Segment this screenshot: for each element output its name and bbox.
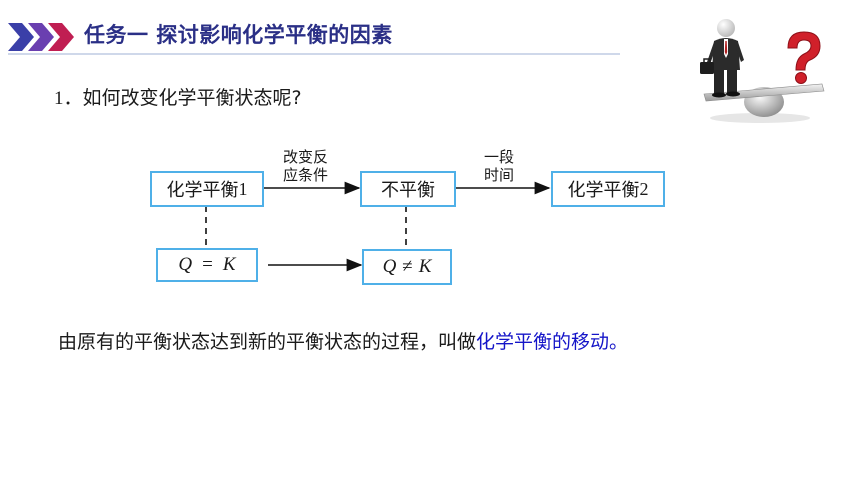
arrow2-label-line2: 时间 (484, 166, 515, 184)
businessman-figure-icon (700, 19, 744, 98)
box-equilibrium-2-digit: 2 (639, 178, 649, 199)
question-text: 如何改变化学平衡状态呢? (82, 87, 302, 109)
box-q-equals-k: Q = K (156, 248, 258, 282)
box-q-equals-k-right: K (222, 254, 236, 275)
arrow1-label-line1: 改变反 (283, 148, 329, 166)
box-q-not-equal-k-right: K (418, 256, 432, 277)
box-equilibrium-1-digit: 1 (238, 178, 248, 199)
box-equilibrium-2-text: 化学平衡 (567, 180, 640, 201)
box-non-equilibrium: 不平衡 (360, 171, 456, 207)
box-q-not-equal-k-op: ≠ (402, 256, 413, 277)
question-number: 1． (54, 88, 83, 109)
page-title: 任务一 探讨影响化学平衡的因素 (84, 23, 393, 47)
box-equilibrium-1-text: 化学平衡 (166, 180, 239, 201)
question-heading: 1．如何改变化学平衡状态呢? (54, 83, 302, 110)
arrow2-label: 一段 时间 (484, 148, 514, 184)
box-q-equals-k-op: = (202, 254, 213, 275)
conclusion-end: 。 (609, 331, 629, 353)
header-chevrons-icon (8, 23, 74, 51)
conclusion-text: 由原有的平衡状态达到新的平衡状态的过程，叫做 (58, 331, 477, 353)
box-q-not-equal-k-left: Q (382, 256, 397, 277)
arrow1-label: 改变反 应条件 (283, 148, 328, 184)
arrow1-label-line2: 应条件 (283, 166, 329, 184)
box-non-equilibrium-text: 不平衡 (381, 180, 435, 201)
header-divider (8, 53, 620, 55)
illustration (700, 19, 825, 123)
box-q-not-equal-k: Q≠K (362, 249, 452, 285)
conclusion-highlight: 化学平衡的移动 (476, 331, 610, 353)
question-mark-icon (787, 31, 821, 84)
conclusion-sentence: 由原有的平衡状态达到新的平衡状态的过程，叫做化学平衡的移动。 (58, 327, 628, 354)
seesaw-icon (703, 83, 825, 123)
box-q-equals-k-left: Q (178, 254, 193, 275)
arrow2-label-line1: 一段 (484, 148, 515, 166)
